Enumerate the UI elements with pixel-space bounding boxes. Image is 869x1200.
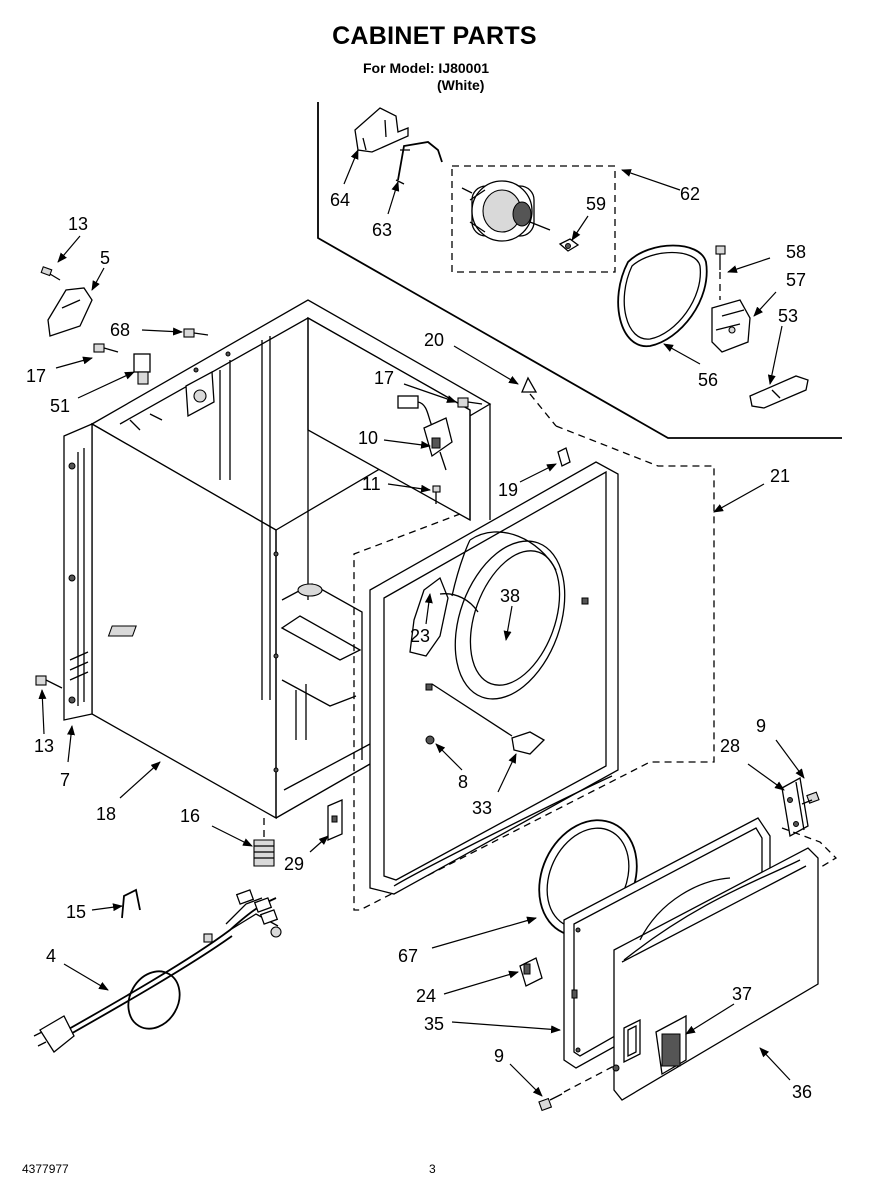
callout-57: 57 [786, 270, 806, 290]
front-panel-outline [353, 425, 715, 911]
model-color: (White) [437, 77, 485, 93]
callout-51: 51 [50, 396, 70, 416]
callout-29: 29 [284, 854, 304, 874]
screw-68 [183, 328, 209, 338]
callout-21: 21 [770, 466, 790, 486]
callout-68: 68 [110, 320, 130, 340]
callout-37: 37 [732, 984, 752, 1004]
callout-36: 36 [792, 1082, 812, 1102]
callout-13b: 13 [34, 736, 54, 756]
callout-19: 19 [498, 480, 518, 500]
idler-screw [715, 245, 726, 300]
model-number: For Model: IJ80001 [363, 60, 490, 76]
door-strike [519, 957, 543, 987]
callout-4: 4 [46, 946, 56, 966]
callout-13: 13 [68, 214, 88, 234]
lint-filter-bracket [327, 799, 343, 841]
motor-bracket [354, 107, 409, 153]
callout-7: 7 [60, 770, 70, 790]
callout-8: 8 [458, 772, 468, 792]
outer-door [612, 847, 819, 1101]
callout-59: 59 [586, 194, 606, 214]
cabinet-bracket [47, 287, 93, 337]
screw-17-left [93, 343, 119, 353]
hinge-screw [801, 791, 820, 805]
page-number: 3 [429, 1162, 436, 1176]
callout-62: 62 [680, 184, 700, 204]
motor-assembly-box [451, 165, 616, 273]
callout-33: 33 [472, 798, 492, 818]
callout-23: 23 [410, 626, 430, 646]
callout-9: 9 [756, 716, 766, 736]
front-panel [369, 461, 619, 895]
callout-15: 15 [66, 902, 86, 922]
callout-56: 56 [698, 370, 718, 390]
callout-58: 58 [786, 242, 806, 262]
leveling-leg [253, 818, 275, 867]
callout-67: 67 [398, 946, 418, 966]
door-hinge [781, 776, 809, 838]
callout-9b: 9 [494, 1046, 504, 1066]
idler-pulley-arm [749, 375, 809, 409]
thermal-switch [133, 353, 151, 385]
callout-35: 35 [424, 1014, 444, 1034]
callout-63: 63 [372, 220, 392, 240]
motor-clip [558, 238, 580, 252]
callout-53: 53 [778, 306, 798, 326]
motor-clamp [395, 141, 443, 185]
bumper-pin [521, 376, 557, 427]
drive-motor [461, 180, 551, 242]
inset-boundary-line [317, 102, 842, 439]
page-title: CABINET PARTS [332, 22, 537, 50]
door-catch [431, 683, 546, 755]
harness-bracket [409, 576, 479, 657]
callout-11: 11 [362, 474, 381, 494]
screw-upper [40, 266, 61, 281]
cord-clip [121, 888, 141, 919]
screw-17-right [457, 397, 483, 408]
side-panel [63, 423, 93, 721]
switch-screw [432, 485, 441, 504]
document-number: 4377977 [22, 1162, 69, 1176]
callout-24: 24 [416, 986, 436, 1006]
callout-labels: 13 5 68 17 51 64 63 62 59 58 57 53 56 20… [26, 184, 812, 1102]
callout-16: 16 [180, 806, 200, 826]
callout-18: 18 [96, 804, 116, 824]
callout-28: 28 [720, 736, 740, 756]
callout-17: 17 [26, 366, 46, 386]
screw-lower [35, 675, 63, 689]
callout-10: 10 [358, 428, 378, 448]
leader-lines [38, 149, 805, 1097]
callout-20: 20 [424, 330, 444, 350]
callout-38: 38 [500, 586, 520, 606]
callout-5: 5 [100, 248, 110, 268]
drive-belt [617, 244, 708, 347]
hinge-alignment-line [781, 827, 838, 889]
power-cord [33, 889, 282, 1053]
idler-bracket [711, 299, 751, 353]
callout-64: 64 [330, 190, 350, 210]
front-panel-clip [557, 447, 571, 467]
callout-17b: 17 [374, 368, 394, 388]
door-screw [538, 1065, 615, 1112]
